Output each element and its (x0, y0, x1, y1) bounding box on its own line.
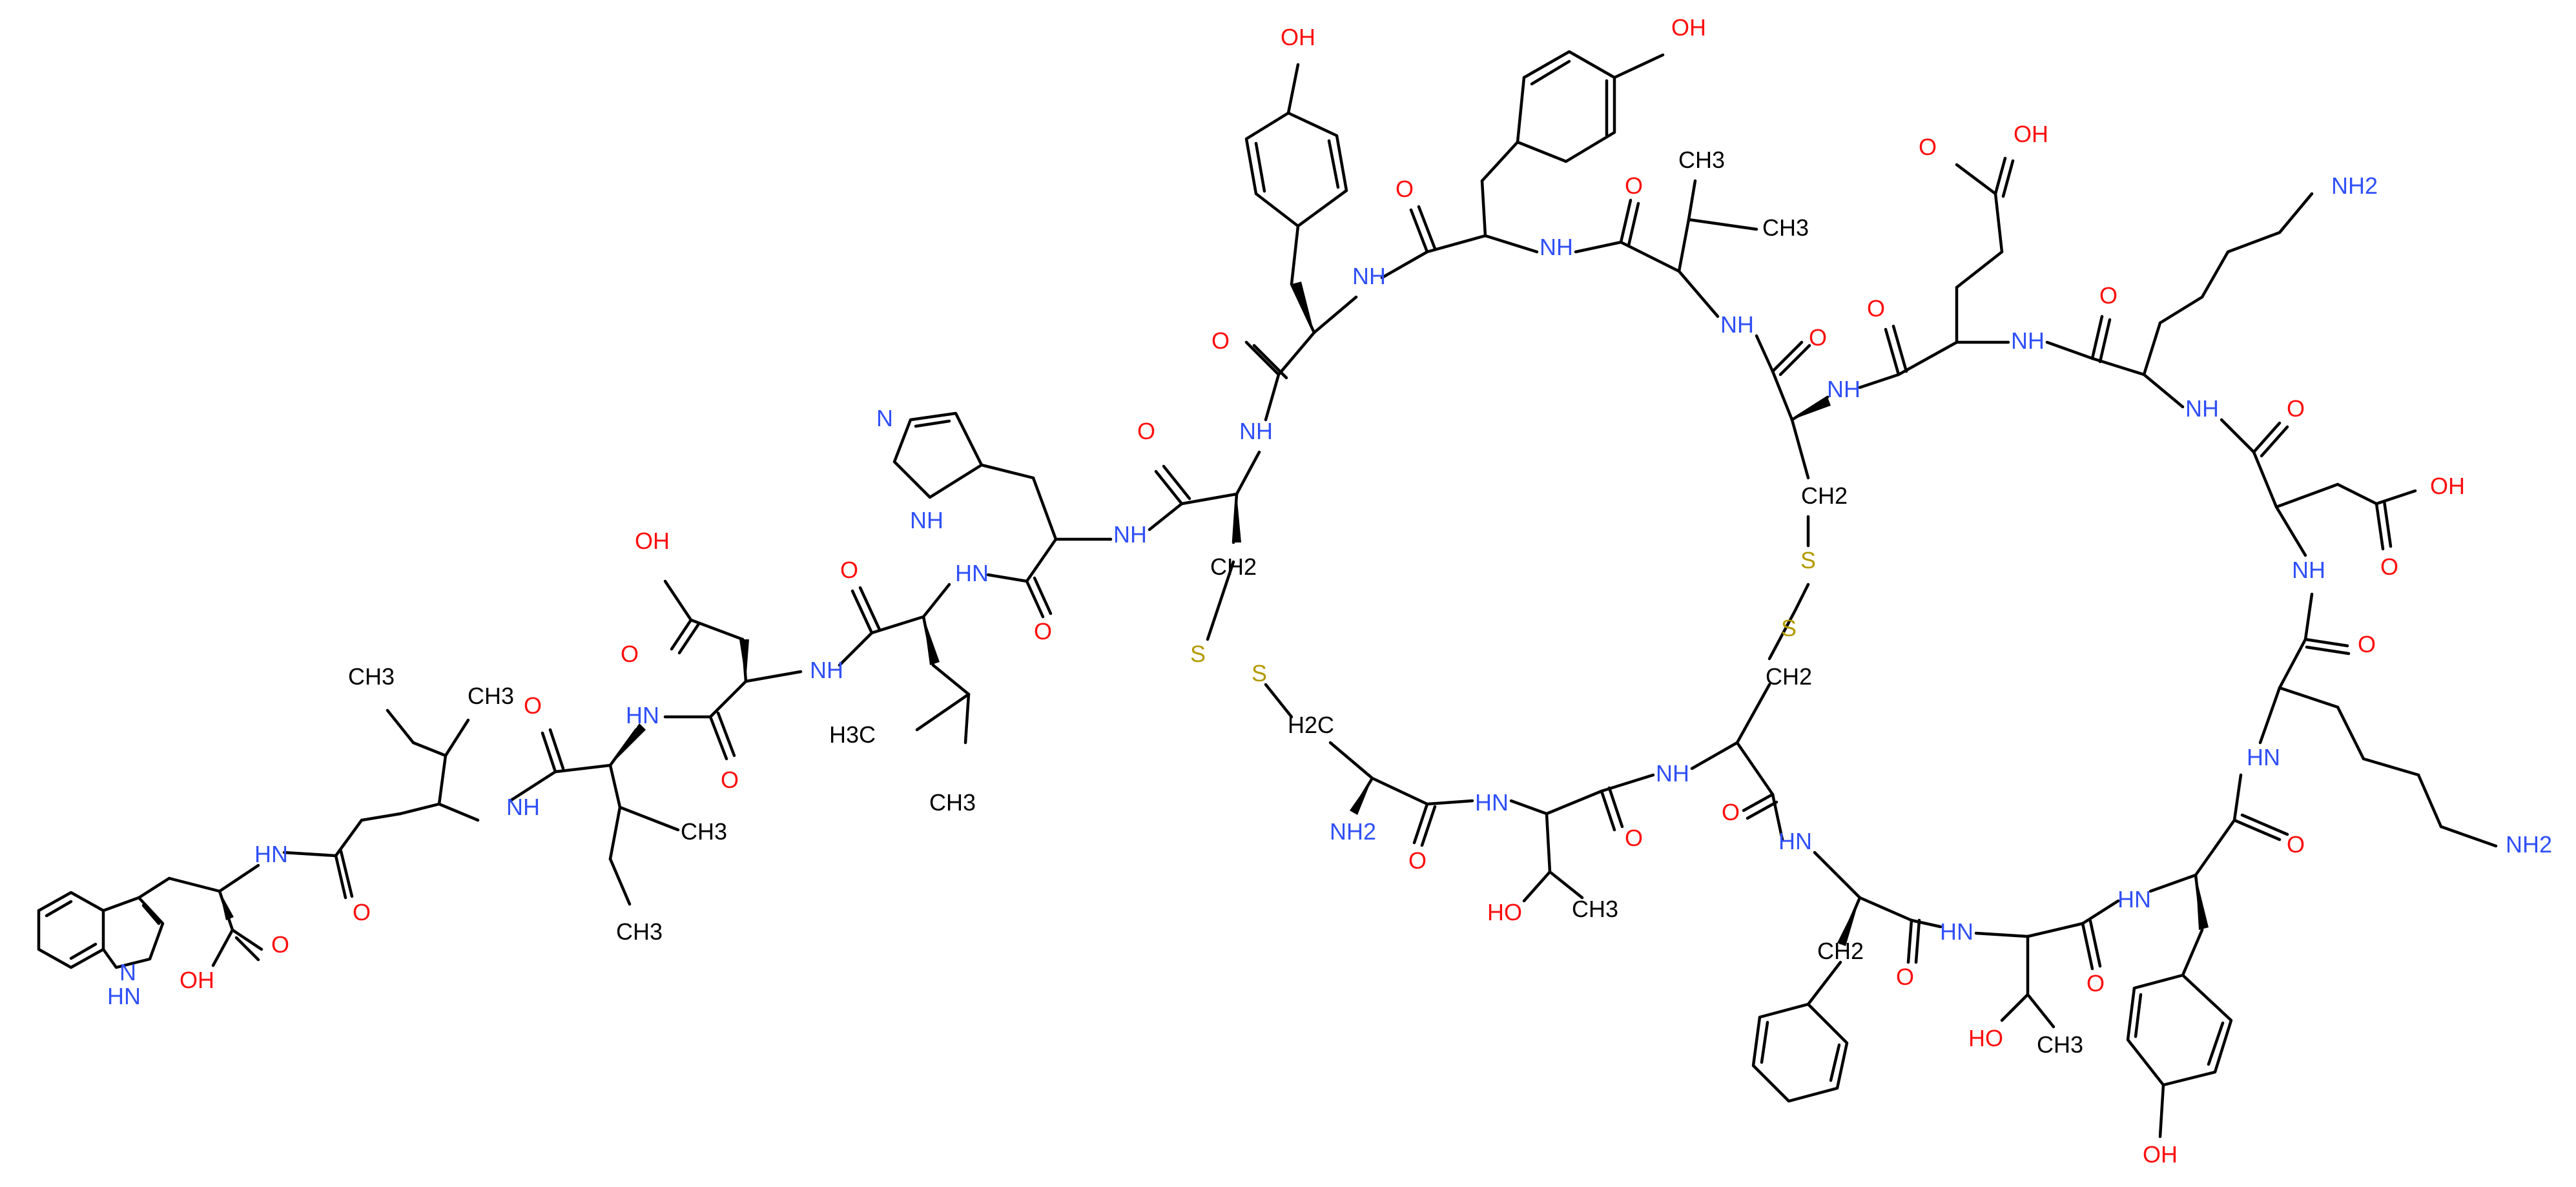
atom-label: O (1919, 134, 1937, 160)
atom-label: O (1722, 799, 1740, 825)
phe-ring (1751, 1002, 1849, 1103)
imidazole-ring (892, 411, 984, 499)
atom-labels: HN N HN O OH O CH3 CH3 NH O CH3 CH3 HN O… (107, 14, 2552, 1168)
sulfur-atom: S (1800, 547, 1816, 573)
atom-label: O (1408, 847, 1427, 874)
atom-label: O (1396, 176, 1414, 202)
atom-label: NH (1352, 263, 1386, 289)
atom-label: O (2287, 831, 2305, 858)
atom-label: OH (1281, 24, 1315, 50)
atom-label: NH (2292, 557, 2325, 583)
atom-label: HN (955, 560, 989, 586)
tyr2-ring (1516, 50, 1616, 163)
atom-label: NH (1113, 521, 1147, 548)
atom-label: NH2 (2331, 172, 2378, 199)
atom-label: O (1137, 418, 1155, 444)
indole-n: N (119, 959, 136, 986)
atom-label: NH (1540, 234, 1573, 260)
atom-label: CH2 (1766, 663, 1812, 690)
atom-label: NH (1720, 311, 1754, 338)
stereo-wedges (220, 282, 2209, 946)
atom-label: O (524, 692, 542, 719)
atom-label: CH3 (681, 818, 727, 845)
atom-label: NH2 (2506, 831, 2552, 858)
atom-label: O (2358, 631, 2376, 657)
atom-label: O (1211, 327, 1230, 354)
tyr3-ring (2126, 973, 2233, 1087)
atom-label: O (1867, 295, 1885, 322)
atom-label: OH (2014, 121, 2048, 147)
atom-label: CH2 (1801, 482, 1848, 509)
atom-label: HN (254, 841, 288, 867)
atom-label: O (1034, 618, 1052, 645)
atom-label: O (1809, 324, 1827, 351)
atom-label: HN (2117, 886, 2151, 913)
atom-label: NH (1656, 760, 1689, 787)
atom-label: NH (2011, 327, 2045, 354)
atom-label: CH3 (348, 663, 395, 690)
atom-label: HN (1475, 789, 1509, 816)
bond-skeleton (37, 50, 2498, 1139)
atom-label: CH3 (616, 918, 663, 945)
atom-label: NH (2185, 395, 2219, 422)
atom-label: HN (1778, 828, 1812, 854)
atom-label: OH (1671, 14, 1706, 41)
atom-label: CH3 (1572, 896, 1618, 922)
sulfur-atom: S (1252, 660, 1267, 686)
atom-label: O (271, 931, 289, 958)
atom-label: CH3 (2037, 1031, 2083, 1058)
atom-label: O (1625, 825, 1643, 851)
atom-label: OH (180, 967, 214, 993)
trp-benzene-ring (37, 891, 105, 969)
atom-label: OH (635, 528, 670, 554)
atom-label: OH (2143, 1141, 2178, 1168)
atom-label: O (2087, 970, 2105, 996)
atom-label: O (1896, 964, 1914, 990)
sulfur-atom: S (1190, 641, 1206, 667)
indole-nh: HN (107, 983, 141, 1009)
atom-label: CH2 (1817, 938, 1864, 964)
atom-label: NH (1827, 376, 1860, 402)
atom-label: HN (2247, 744, 2280, 770)
atom-label: NH (910, 507, 943, 533)
atom-label: O (2287, 395, 2305, 422)
atom-label: CH3 (468, 683, 514, 709)
atom-label: O (621, 641, 639, 667)
atom-label: N (876, 405, 893, 431)
atom-label: CH3 (1762, 214, 1809, 241)
atom-label: NH (810, 657, 843, 683)
atom-label: HN (626, 702, 659, 728)
atom-label: O (1625, 172, 1643, 199)
atom-label: HO (1968, 1025, 2003, 1051)
atom-label: O (353, 899, 371, 925)
atom-label: O (2099, 282, 2117, 309)
atom-label: HN (1940, 918, 1973, 945)
atom-label: OH (2430, 473, 2465, 499)
atom-label: H3C (829, 721, 876, 748)
atom-label: H2C (1288, 712, 1334, 738)
atom-label: CH3 (929, 789, 976, 816)
trp-pyrrole-ring (101, 896, 165, 969)
atom-label: CH2 (1210, 553, 1257, 580)
atom-label: NH (1239, 418, 1273, 444)
atom-label: NH2 (1330, 818, 1376, 845)
atom-label: NH (506, 794, 540, 820)
atom-label: O (2380, 553, 2398, 580)
atom-label: O (840, 557, 858, 583)
atom-label: O (721, 767, 739, 793)
atom-label: CH3 (1678, 147, 1725, 173)
atom-label: HO (1487, 899, 1522, 925)
sulfur-atom: S (1781, 615, 1797, 641)
